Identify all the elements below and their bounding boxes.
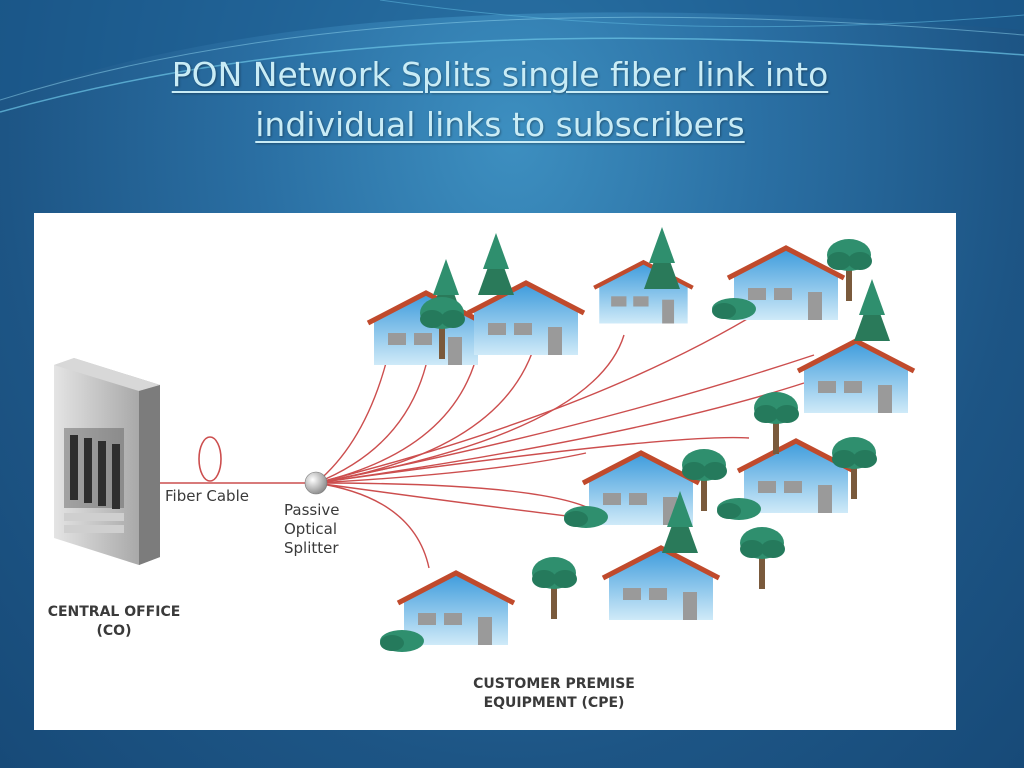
cpe-label-line-1: CUSTOMER PREMISE [473, 676, 635, 692]
central-office-label-line-1: CENTRAL OFFICE [47, 604, 181, 620]
fiber-cable [160, 436, 316, 484]
title-line-1: PON Network Splits single fiber link int… [171, 55, 829, 94]
title-swoosh-decoration [0, 0, 1024, 113]
cpe-label: CUSTOMER PREMISE EQUIPMENT (CPE) [454, 675, 654, 713]
pon-diagram: Fiber Cable Passive Optical Splitter CEN… [34, 213, 956, 730]
cpe-label-line-2: EQUIPMENT (CPE) [483, 695, 625, 711]
pon-diagram-graphic [54, 227, 956, 652]
splitter-label: Passive Optical Splitter [284, 501, 339, 558]
fiber-cable-label: Fiber Cable [165, 487, 249, 505]
title-line-2: individual links to subscribers [255, 105, 745, 144]
central-office-label-line-2: (CO) [96, 623, 132, 639]
splitter-label-line-2: Optical [284, 520, 337, 538]
central-office-label: CENTRAL OFFICE (CO) [34, 603, 194, 641]
splitter-label-line-3: Splitter [284, 539, 339, 557]
passive-optical-splitter [304, 471, 328, 495]
splitter-label-line-1: Passive [284, 501, 340, 519]
page-title: PON Network Splits single fiber link int… [0, 50, 1000, 150]
central-office-cabinet [54, 358, 160, 565]
